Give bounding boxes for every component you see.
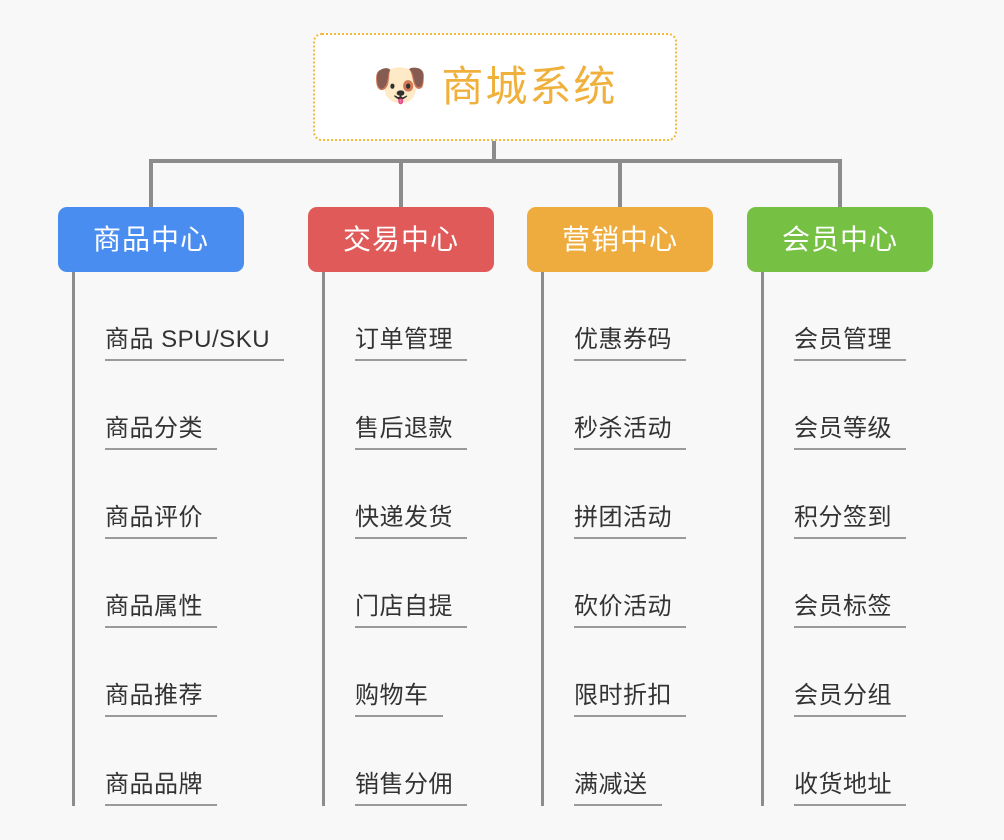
root-node[interactable]: 🐶 商城系统 [313,33,677,141]
leaf-list-3: 优惠券码秒杀活动拼团活动砍价活动限时折扣满减送 [541,272,713,806]
leaf-list-2: 订单管理售后退款快递发货门店自提购物车销售分佣 [322,272,494,806]
leaf-underline: 会员等级 [794,414,906,450]
leaf-underline: 会员分组 [794,681,906,717]
leaf-underline: 会员管理 [794,325,906,361]
leaf-label: 会员分组 [794,681,892,709]
leaf-item[interactable]: 订单管理 [325,272,494,361]
leaf-item[interactable]: 商品分类 [75,361,284,450]
leaf-item[interactable]: 商品评价 [75,450,284,539]
leaf-underline: 秒杀活动 [574,414,686,450]
leaf-label: 限时折扣 [574,681,672,709]
leaf-underline: 拼团活动 [574,503,686,539]
leaf-label: 会员标签 [794,592,892,620]
leaf-item[interactable]: 快递发货 [325,450,494,539]
leaf-item[interactable]: 购物车 [325,628,494,717]
leaf-underline: 积分签到 [794,503,906,539]
leaf-item[interactable]: 门店自提 [325,539,494,628]
leaf-label: 优惠券码 [574,325,672,353]
leaf-item[interactable]: 会员管理 [764,272,933,361]
category-column-2: 交易中心订单管理售后退款快递发货门店自提购物车销售分佣 [308,207,494,806]
leaf-label: 商品分类 [105,414,203,442]
leaf-item[interactable]: 秒杀活动 [544,361,713,450]
leaf-label: 秒杀活动 [574,414,672,442]
leaf-item[interactable]: 限时折扣 [544,628,713,717]
leaf-underline: 快递发货 [355,503,467,539]
leaf-item[interactable]: 优惠券码 [544,272,713,361]
leaf-underline: 商品 SPU/SKU [105,325,285,361]
leaf-label: 快递发货 [355,503,453,531]
connector-root-stem [492,141,496,162]
leaf-item[interactable]: 会员标签 [764,539,933,628]
leaf-item[interactable]: 满减送 [544,717,713,806]
leaf-label: 收货地址 [794,770,892,798]
connector-horizontal-bar [150,159,838,163]
category-box-3[interactable]: 营销中心 [527,207,713,272]
leaf-label: 商品评价 [105,503,203,531]
category-label: 会员中心 [781,223,898,255]
leaf-label: 砍价活动 [574,592,672,620]
leaf-underline: 购物车 [355,681,443,717]
category-column-3: 营销中心优惠券码秒杀活动拼团活动砍价活动限时折扣满减送 [527,207,713,806]
leaf-label: 会员管理 [794,325,892,353]
connector-drop-3 [618,159,622,208]
category-label: 营销中心 [561,223,678,255]
leaf-underline: 会员标签 [794,592,906,628]
leaf-label: 商品品牌 [105,770,203,798]
leaf-label: 订单管理 [355,325,453,353]
leaf-underline: 商品分类 [105,414,217,450]
leaf-label: 商品推荐 [105,681,203,709]
leaf-underline: 满减送 [574,770,662,806]
leaf-underline: 商品推荐 [105,681,217,717]
connector-drop-2 [399,159,403,208]
root-title: 商城系统 [441,63,618,110]
connector-drop-1 [149,159,153,208]
leaf-underline: 限时折扣 [574,681,686,717]
leaf-underline: 商品评价 [105,503,217,539]
connector-drop-4 [838,159,842,208]
leaf-label: 门店自提 [355,592,453,620]
leaf-item[interactable]: 销售分佣 [325,717,494,806]
category-label: 交易中心 [342,223,459,255]
leaf-underline: 门店自提 [355,592,467,628]
category-box-1[interactable]: 商品中心 [58,207,244,272]
leaf-underline: 商品属性 [105,592,217,628]
leaf-list-1: 商品 SPU/SKU 商品分类商品评价商品属性商品推荐商品品牌 [72,272,285,806]
leaf-underline: 砍价活动 [574,592,686,628]
leaf-item[interactable]: 售后退款 [325,361,494,450]
leaf-label: 积分签到 [794,503,892,531]
leaf-underline: 商品品牌 [105,770,217,806]
leaf-label: 满减送 [574,770,648,798]
leaf-underline: 售后退款 [355,414,467,450]
leaf-item[interactable]: 商品品牌 [75,717,284,806]
leaf-underline: 销售分佣 [355,770,467,806]
category-label: 商品中心 [92,223,209,255]
leaf-list-4: 会员管理会员等级积分签到会员标签会员分组收货地址 [761,272,933,806]
leaf-underline: 收货地址 [794,770,906,806]
shiba-dog-face-icon: 🐶 [372,61,428,110]
category-box-4[interactable]: 会员中心 [747,207,933,272]
leaf-item[interactable]: 商品推荐 [75,628,284,717]
leaf-label: 拼团活动 [574,503,672,531]
category-column-4: 会员中心会员管理会员等级积分签到会员标签会员分组收货地址 [747,207,933,806]
leaf-label: 会员等级 [794,414,892,442]
leaf-label: 购物车 [355,681,429,709]
leaf-item[interactable]: 商品 SPU/SKU [75,272,285,361]
leaf-label: 商品 SPU/SKU [105,325,271,353]
leaf-item[interactable]: 拼团活动 [544,450,713,539]
leaf-item[interactable]: 积分签到 [764,450,933,539]
leaf-item[interactable]: 商品属性 [75,539,284,628]
leaf-label: 销售分佣 [355,770,453,798]
leaf-label: 商品属性 [105,592,203,620]
leaf-underline: 订单管理 [355,325,467,361]
leaf-underline: 优惠券码 [574,325,686,361]
leaf-item[interactable]: 会员分组 [764,628,933,717]
category-box-2[interactable]: 交易中心 [308,207,494,272]
leaf-item[interactable]: 会员等级 [764,361,933,450]
leaf-item[interactable]: 收货地址 [764,717,933,806]
leaf-item[interactable]: 砍价活动 [544,539,713,628]
category-column-1: 商品中心商品 SPU/SKU 商品分类商品评价商品属性商品推荐商品品牌 [58,207,285,806]
leaf-label: 售后退款 [355,414,453,442]
